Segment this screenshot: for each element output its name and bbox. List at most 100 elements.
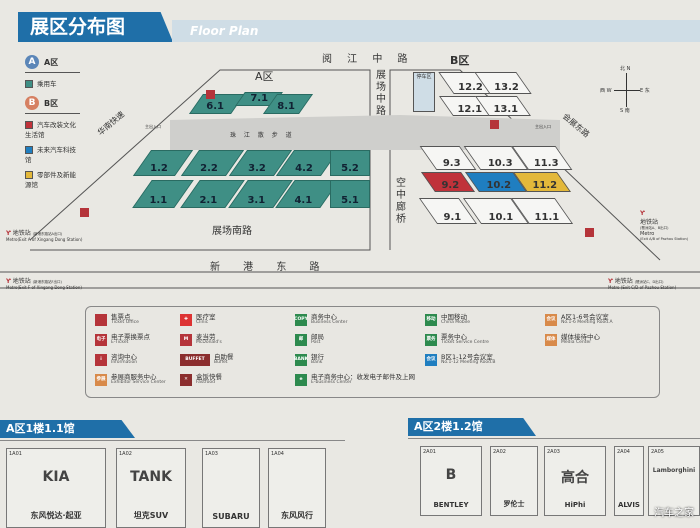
entrance-label-east: 主出入口: [535, 124, 551, 129]
facility-label: 麦当劳: [196, 333, 216, 342]
facility-label: 中国移动: [441, 313, 467, 322]
hall-5-1[interactable]: 5.1: [330, 180, 370, 208]
post-icon: 邮: [295, 334, 307, 346]
mcdonalds-icon: M: [180, 334, 192, 346]
booth-2A04[interactable]: 2A04 ALVIS: [614, 446, 644, 516]
metro-icon: Ƴ: [6, 278, 11, 285]
facility-label-en: E-Ticket: [111, 340, 129, 346]
meeting-a-icon: 会议: [545, 314, 557, 326]
section-title: A区2楼1.2馆: [408, 418, 536, 436]
metro-exit-a-xingang: Ƴ 地铁站 (新港东路站A出口)Metro(Exit A of Xingang …: [6, 230, 83, 242]
metro-exit-f-xingang: Ƴ 地铁站 (新港东路站F出口)Metro(Exit F of Xingang …: [6, 278, 82, 290]
zone-a-label: A区: [255, 70, 274, 83]
brand-logo: B: [445, 467, 457, 483]
brand-logo: TANK: [130, 469, 172, 485]
section-a2: A区2楼1.2馆: [408, 418, 700, 439]
info-icon: i: [95, 354, 107, 366]
facility-label-en: Post: [311, 340, 321, 346]
road-south-inner: 展场南路: [212, 226, 252, 237]
facility-label-en: Ticket Office: [111, 320, 139, 326]
brand-logo: KIA: [42, 469, 70, 485]
facility-label-en: Business Center: [311, 320, 348, 326]
brand-name: SUBARU: [212, 512, 250, 521]
booth-1A01[interactable]: 1A01 KIA 东风悦达·起亚: [6, 448, 106, 528]
booth-1A03[interactable]: 1A03 SUBARU: [202, 448, 260, 528]
booth-2A01[interactable]: 2A01 B BENTLEY: [420, 446, 482, 516]
fastfood-icon: ✕: [180, 374, 192, 386]
brand-name: 东风悦达·起亚: [30, 511, 82, 520]
facility-label-en: Bank: [311, 360, 323, 366]
metro-exit-cd-pazhou: Ƴ 地铁站 (琶洲站C、D出口)Metro (Exit C/D of Pazho…: [608, 278, 677, 290]
metro-icon: Ƴ: [608, 278, 613, 285]
page-title: 展区分布图: [30, 16, 126, 38]
facility-label-en: E-business Center: [311, 380, 352, 386]
facility-label: 参展商服务中心: [111, 373, 157, 382]
facility-label-en: China Mobile: [441, 320, 471, 326]
booth-id: 2A05: [651, 449, 664, 455]
subtitle-banner: Floor Plan: [172, 20, 700, 42]
booth-2A03[interactable]: 2A03 高合 HiPhi: [544, 446, 606, 516]
booth-2A02[interactable]: 2A02 罗伦士: [490, 446, 538, 516]
brand-name: BENTLEY: [433, 501, 469, 509]
metro-icon: Ƴ: [6, 230, 11, 237]
facility-label: 医疗室: [196, 313, 216, 322]
facility-label-en: McDonald's: [196, 340, 222, 346]
brand-name: 罗伦士: [503, 500, 525, 508]
facility-label-en: No.1-6 Meeting Rood.A: [561, 320, 613, 326]
metro-icon: Ƴ: [640, 210, 645, 217]
watermark: 汽车之家: [654, 508, 694, 519]
clinic-icon: ✚: [180, 314, 192, 326]
booth-1A02[interactable]: 1A02 TANK 坦克SUV: [116, 448, 186, 528]
booth-id: 1A01: [9, 451, 22, 457]
facility-label: 票务中心: [441, 333, 467, 342]
zone-a-label: A区: [44, 57, 59, 67]
ticket-office-icon: [206, 90, 215, 99]
booth-id: 2A02: [493, 449, 506, 455]
booth-id: 2A03: [547, 449, 560, 455]
e-business-icon: e: [295, 374, 307, 386]
sky-bridge: 空中廊桥: [396, 178, 406, 225]
legend-parts: 零部件及新能源馆: [25, 171, 76, 189]
exhibitor-service-icon: 参展: [95, 374, 107, 386]
legend-modified: 汽车改装文化生活馆: [25, 121, 76, 139]
booth-2A05[interactable]: 2A05 Lamborghini: [648, 446, 700, 516]
booth-id: 2A04: [617, 449, 630, 455]
road-north: 阅 江 中 路: [322, 54, 414, 65]
road-center: 展场中路: [376, 70, 386, 117]
section-a1: A区1楼1.1馆: [0, 420, 345, 441]
facility-label: 商务中心: [311, 313, 337, 322]
page-subtitle: Floor Plan: [190, 24, 259, 38]
ticket-office-icon: [95, 314, 107, 326]
hall-5-2[interactable]: 5.2: [330, 150, 370, 176]
buffet-icon: BUFFET: [180, 354, 210, 366]
section-title: A区1楼1.1馆: [0, 420, 135, 438]
booth-1A04[interactable]: 1A04 东风风行: [268, 448, 326, 528]
title-banner: 展区分布图: [18, 12, 173, 42]
map-lines: [0, 69, 700, 289]
compass: 北 N S 南 西 W E 东: [600, 66, 650, 114]
facility-label-en: No.1-12 Meeting Rood.B: [441, 360, 496, 366]
walkway-label: 珠 江 散 步 道: [230, 132, 295, 139]
zone-a-badge: A: [25, 55, 39, 69]
legend-future: 未来汽车科技馆: [25, 146, 76, 164]
china-mobile-icon: 移动: [425, 314, 437, 326]
media-icon: 媒体: [545, 334, 557, 346]
brand-name: ALVIS: [618, 501, 640, 509]
facility-label-en: Fastfood: [196, 380, 215, 386]
bank-icon: BANK: [294, 354, 308, 366]
brand-name: 东风风行: [281, 511, 313, 520]
facility-label: 电子票换票点: [111, 333, 150, 342]
